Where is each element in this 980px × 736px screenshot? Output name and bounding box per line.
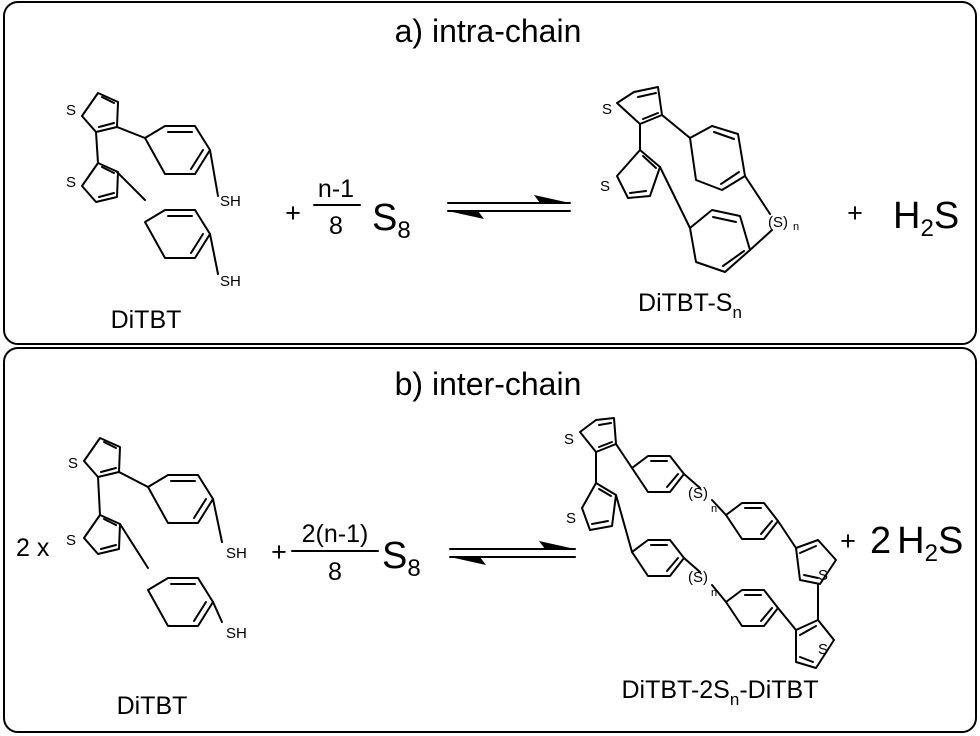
product-molecule: S S (S)n xyxy=(564,417,837,669)
thiophene-ring: S xyxy=(602,86,663,125)
thiophene-sulfur: S xyxy=(818,567,828,584)
thiophene-ring: S xyxy=(68,437,121,478)
panel-b-frame xyxy=(3,347,977,733)
thiophene-ring: S xyxy=(795,539,837,585)
thiophene-ring: S xyxy=(66,92,119,133)
equilibrium-arrow xyxy=(449,541,576,565)
byproduct-h2s: H2S xyxy=(893,195,959,242)
sulfur-bridge: (S)n xyxy=(688,569,717,599)
panel-b-title: b) inter-chain xyxy=(395,366,582,402)
thiophene-ring: S xyxy=(66,514,121,555)
multiplier: 2 x xyxy=(16,534,50,562)
product-label: DiTBT-2Sn-DiTBT xyxy=(622,676,819,709)
reactant-label: DiTBT xyxy=(117,692,188,720)
thiophene-ring: S xyxy=(66,162,119,203)
panel-inter-chain: b) inter-chain 2 x S S xyxy=(3,347,977,733)
thiophene-sulfur: S xyxy=(68,455,78,472)
thiophene-ring: S xyxy=(564,417,617,453)
panel-intra-chain: a) intra-chain S S xyxy=(3,1,977,345)
thiol-group: SH xyxy=(226,545,247,562)
thiophene-sulfur: S xyxy=(66,532,76,549)
sulfur-reagent: S8 xyxy=(372,197,411,244)
thiophene-sulfur: S xyxy=(602,101,612,118)
sulfur-bridge: (S)n xyxy=(768,214,799,233)
product-label: DiTBT-Sn xyxy=(638,289,742,322)
thiophene-sulfur: S xyxy=(818,641,828,658)
thiophene-sulfur: S xyxy=(600,178,610,195)
thiophene-ring: S xyxy=(566,482,617,531)
plus-sign: + xyxy=(285,198,301,228)
reactant-label: DiTBT xyxy=(111,306,182,334)
stoichiometric-coefficient: 2(n-1) 8 xyxy=(291,520,379,586)
thiol-group: SH xyxy=(220,273,241,290)
equilibrium-arrow xyxy=(447,195,571,219)
thiophene-ring: S xyxy=(600,149,661,199)
reactant-molecule: S S SH SH xyxy=(66,92,241,290)
thiophene-sulfur: S xyxy=(66,102,76,119)
plus-sign: + xyxy=(847,198,863,228)
panel-a-frame xyxy=(3,1,977,345)
thiophene-sulfur: S xyxy=(66,174,76,191)
thiol-group: SH xyxy=(220,193,241,210)
sulfur-reagent: S8 xyxy=(382,535,421,582)
thiophene-sulfur: S xyxy=(566,510,576,527)
panel-a-title: a) intra-chain xyxy=(395,13,582,49)
stoichiometric-coefficient: n-1 8 xyxy=(313,175,361,240)
thiophene-ring: S xyxy=(795,619,835,669)
product-molecule: S S (S)n xyxy=(600,86,799,273)
reactant-molecule: S S SH SH xyxy=(66,437,247,642)
plus-sign: + xyxy=(840,526,856,556)
sulfur-bridge: (S)n xyxy=(688,485,717,515)
coefficient-denominator: 8 xyxy=(328,558,342,586)
coefficient-numerator: n-1 xyxy=(318,175,354,203)
coefficient-denominator: 8 xyxy=(329,212,343,240)
plus-sign: + xyxy=(271,537,287,567)
coefficient-numerator: 2(n-1) xyxy=(302,520,369,548)
thiol-group: SH xyxy=(226,625,247,642)
thiophene-sulfur: S xyxy=(564,431,574,448)
